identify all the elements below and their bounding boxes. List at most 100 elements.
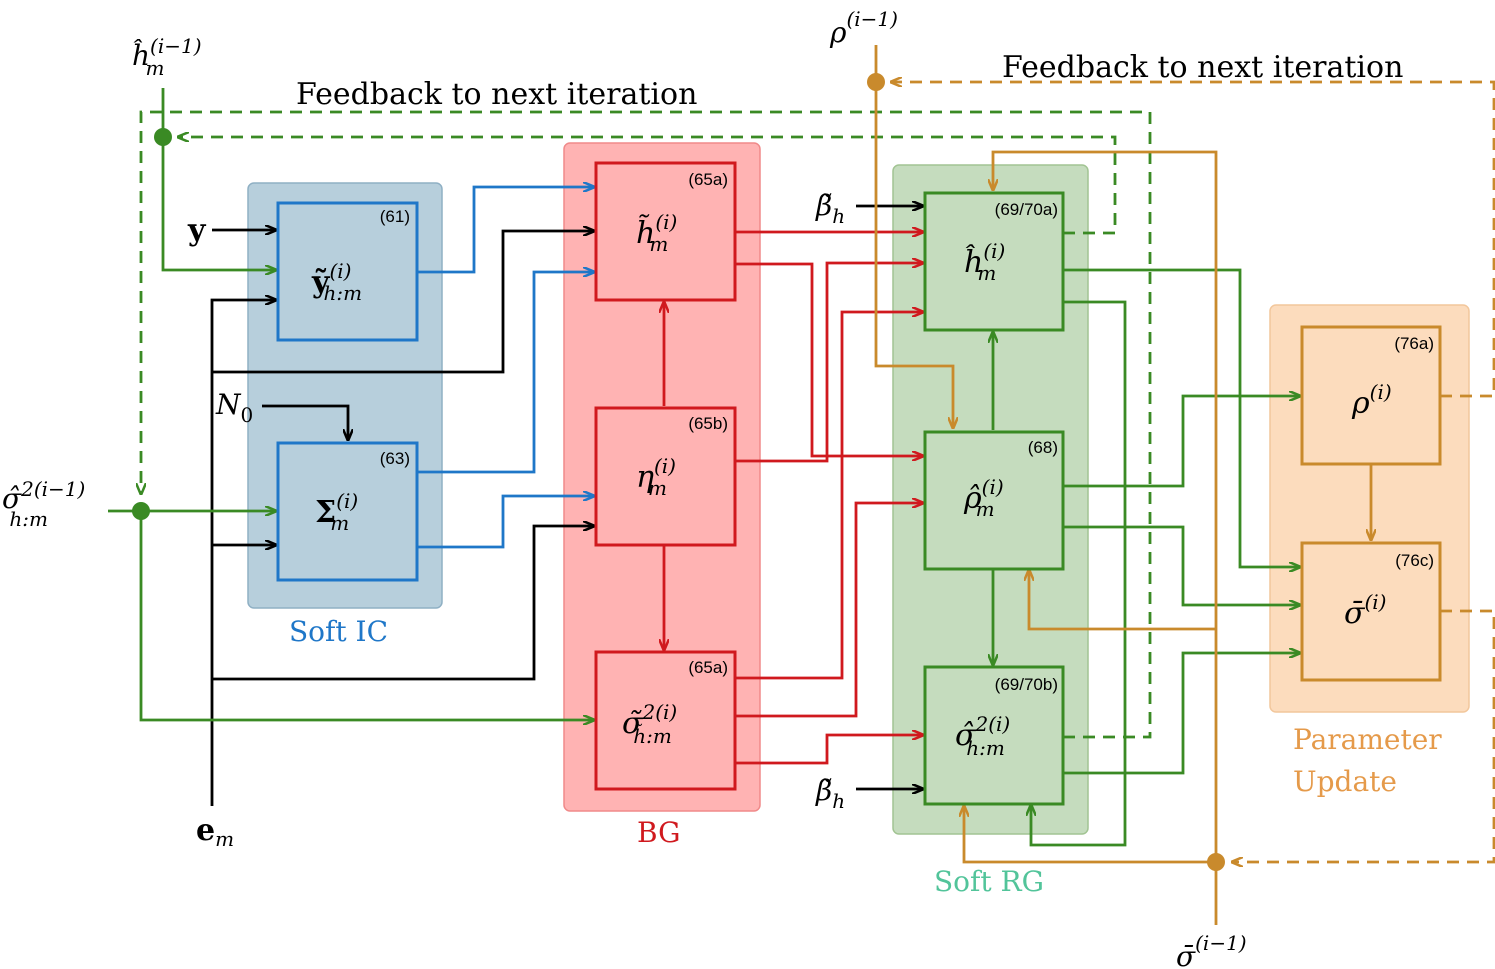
orange-feedback-dashed	[891, 82, 1495, 862]
input-subscript: h	[832, 789, 845, 813]
block-tag: (76a)	[1394, 334, 1434, 353]
block-sigma-tilde: (65a) σ̃2(i)h̃:m	[594, 650, 737, 791]
input-subscript: m	[215, 827, 234, 851]
block-symbol: ĥ	[964, 244, 983, 280]
block-symbol: η	[636, 460, 654, 495]
input-subscript: m	[146, 56, 165, 80]
red-bg-wires	[664, 232, 923, 765]
bg-panel	[563, 142, 761, 812]
block-symbol: ỹ	[311, 265, 331, 300]
block-subscript: h:m	[966, 736, 1005, 760]
block-subscript: h:m	[323, 281, 362, 305]
svg-text:η(i)m: η(i)m	[636, 454, 676, 500]
block-subscript: m	[976, 497, 995, 521]
black-input-wires	[210, 206, 923, 806]
block-tag: (69/70b)	[995, 675, 1058, 694]
feedback-title-left: Feedback to next iteration	[296, 77, 697, 112]
input-symbol: ĥ	[132, 39, 150, 72]
block-symbol: h̃	[636, 214, 655, 251]
input-n0: N0	[215, 388, 253, 427]
block-symbol: σ̂	[955, 718, 977, 753]
input-superscript: (i−1)	[846, 7, 897, 31]
input-superscript: (i−1)	[150, 34, 201, 58]
bg-label: BG	[637, 816, 680, 849]
block-superscript: (i)	[983, 239, 1005, 263]
input-symbol: β̃	[815, 189, 832, 222]
input-symbol: ρ	[829, 16, 847, 49]
block-subscript: m	[649, 232, 668, 256]
block-superscript: (i)	[1364, 590, 1386, 614]
block-symbol: σ̃	[622, 706, 644, 741]
parameter-update-label-line1: Parameter	[1293, 723, 1442, 756]
block-subscript: m	[977, 261, 996, 285]
block-subscript: m	[330, 511, 349, 535]
block-superscript: (i)	[1370, 380, 1392, 404]
soft-ic-label: Soft IC	[289, 615, 388, 648]
feedback-title-right: Feedback to next iteration	[1002, 50, 1403, 85]
block-rho: (76a) ρ(i)	[1300, 325, 1442, 466]
svg-text:ĥ(i)m: ĥ(i)m	[964, 239, 1005, 285]
svg-text:h̃(i)m: h̃(i)m	[636, 210, 677, 256]
block-tag: (61)	[380, 207, 410, 226]
orange-param-wires	[874, 45, 1371, 925]
soft-rg-label: Soft RG	[934, 865, 1044, 898]
block-tag: (76c)	[1395, 551, 1434, 570]
svg-text:Σ(i)m: Σ(i)m	[315, 489, 358, 535]
input-subscript: h:m	[9, 507, 48, 531]
block-symbol: ρ̂	[963, 481, 982, 516]
input-sigma-prev: σ̂2(i−1) h:m	[2, 477, 85, 531]
block-superscript: 2(i)	[641, 700, 677, 724]
block-superscript: 2(i)	[974, 712, 1010, 736]
input-symbol: σ̄	[1176, 940, 1196, 969]
input-symbol: β̃	[815, 774, 832, 807]
block-tag: (65a)	[688, 170, 728, 189]
block-symbol: σ̄	[1344, 596, 1366, 631]
block-h-tilde: (65a) h̃(i)m	[594, 161, 737, 302]
input-rho-prev: ρ(i−1)	[829, 7, 898, 49]
block-superscript: (i)	[336, 489, 358, 513]
svg-text:σ̂2(i)h:m: σ̂2(i)h:m	[955, 712, 1010, 760]
input-beta-top: β̃h	[815, 189, 845, 228]
input-y: y	[187, 213, 207, 248]
blue-ic-wires	[417, 187, 594, 549]
input-subscript: h	[832, 204, 845, 228]
block-eta: (65b) η(i)m	[594, 406, 737, 547]
input-h-prev: ĥ(i−1)m	[132, 34, 202, 80]
block-subscript: m	[648, 476, 667, 500]
block-tag: (68)	[1028, 438, 1058, 457]
input-symbol: e	[196, 813, 215, 848]
svg-text:ỹ(i)h:m: ỹ(i)h:m	[311, 259, 362, 305]
input-beta-bottom: β̃h	[815, 774, 845, 813]
svg-text:ρ̂(i)m: ρ̂(i)m	[963, 475, 1004, 521]
block-tag: (63)	[380, 449, 410, 468]
block-h-hat: (69/70a) ĥ(i)m	[923, 191, 1065, 332]
parameter-update-panel	[1269, 304, 1470, 713]
junction-dot-rho-prev	[867, 73, 885, 91]
green-feedback-dashed	[141, 110, 1152, 739]
block-sigma-hat: (69/70b) σ̂2(i)h:m	[923, 665, 1065, 806]
soft-ic-panel	[247, 182, 443, 609]
input-e-m: em	[196, 813, 234, 851]
junction-dot-sigma-bar-prev	[1207, 853, 1225, 871]
input-symbol: N	[215, 388, 242, 421]
input-symbol: σ̂	[2, 482, 22, 515]
block-superscript: (i)	[654, 454, 676, 478]
block-subscript: h̃:m	[633, 724, 672, 748]
input-subscript: 0	[241, 403, 254, 427]
svg-text:σ̄(i): σ̄(i)	[1344, 590, 1387, 631]
block-sigma-bar: (76c) σ̄(i)	[1300, 541, 1442, 682]
block-symbol: ρ	[1351, 386, 1370, 421]
svg-text:σ̃2(i)h̃:m: σ̃2(i)h̃:m	[622, 700, 677, 748]
block-superscript: (i)	[329, 259, 351, 283]
block-superscript: (i)	[982, 475, 1004, 499]
block-sigma-cov: (63) Σ(i)m	[276, 441, 419, 582]
junction-dot-h-prev	[154, 128, 172, 146]
block-symbol: Σ	[315, 495, 336, 530]
block-tag: (65b)	[688, 414, 728, 433]
input-superscript: (i−1)	[1195, 931, 1246, 955]
junction-dot-sigma-prev	[132, 502, 150, 520]
block-superscript: (i)	[655, 210, 677, 234]
block-rho-hat: (68) ρ̂(i)m	[923, 430, 1065, 571]
input-superscript: 2(i−1)	[20, 477, 85, 501]
